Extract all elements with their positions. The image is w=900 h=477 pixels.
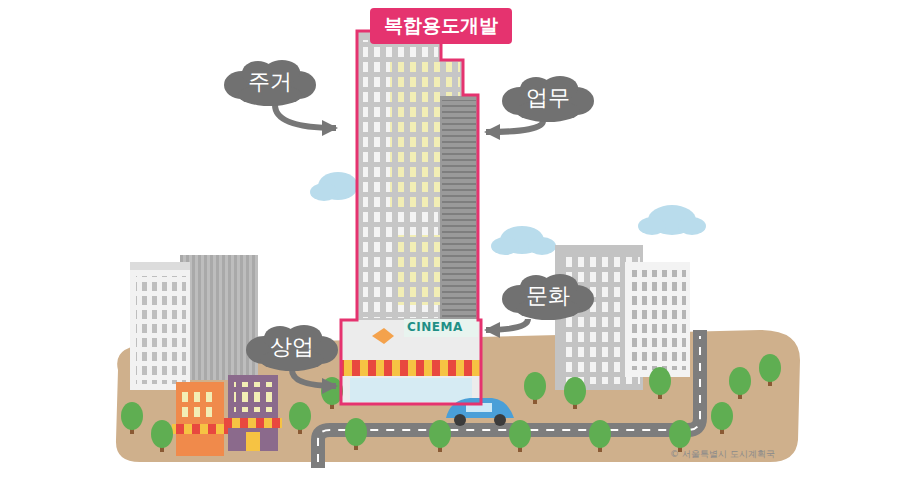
speech-cloud-node: 상업 xyxy=(242,322,342,372)
speech-cloud-node: 문화 xyxy=(498,271,598,321)
speech-cloud-node: 업무 xyxy=(498,73,598,123)
speech-cloud-node: 주거 xyxy=(220,57,320,107)
mixed-use-building: 복합용도개발 xyxy=(340,30,482,405)
title-label: 복합용도개발 xyxy=(370,8,512,44)
cloud-label: 업무 xyxy=(526,87,570,109)
cloud-label: 주거 xyxy=(248,71,292,93)
building-outline xyxy=(340,30,482,405)
cinema-sign: CINEMA xyxy=(407,320,463,334)
pointer-arrow xyxy=(486,319,528,330)
copyright-note: © 서울특별시 도시계획국 xyxy=(670,448,775,461)
pointer-arrow xyxy=(486,121,543,132)
pointer-arrow xyxy=(292,370,336,386)
cloud-label: 상업 xyxy=(270,336,314,358)
cloud-label: 문화 xyxy=(526,285,570,307)
pointer-arrow xyxy=(275,105,336,128)
